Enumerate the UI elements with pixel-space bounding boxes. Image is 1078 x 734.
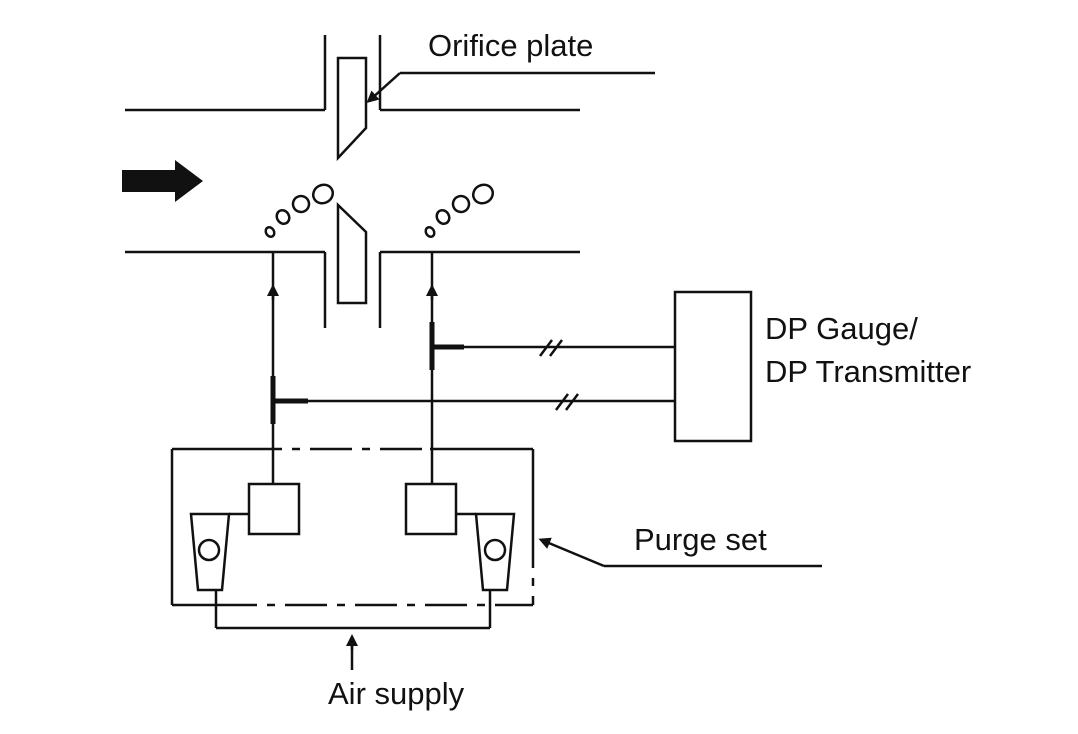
purge-bubbles-upstream <box>264 183 335 239</box>
purge-set-leader <box>538 537 822 568</box>
rotameter-right-float <box>483 538 507 562</box>
purge-set-label: Purge set <box>634 522 767 557</box>
tee-upstream <box>270 376 308 424</box>
purge-bubbles-downstream <box>424 183 495 239</box>
pipe <box>125 108 580 254</box>
dp-gauge-box <box>673 290 753 443</box>
orifice-plate-top <box>336 56 368 162</box>
flanges <box>323 35 382 328</box>
air-supply-line <box>214 590 492 670</box>
air-supply-label: Air supply <box>328 676 465 711</box>
orifice-plate-bottom <box>336 202 368 305</box>
rotameter-left-float <box>197 538 221 562</box>
dp-gauge-label-line2: DP Transmitter <box>765 354 971 389</box>
rotameter-right <box>456 512 516 592</box>
dp-gauge-label-line1: DP Gauge/ <box>765 311 918 346</box>
purge-set-enclosure <box>170 447 535 607</box>
orifice-plate-label: Orifice plate <box>428 28 593 63</box>
orifice-plate-leader <box>366 71 655 104</box>
signal-line-low <box>308 393 675 411</box>
signal-line-high <box>464 339 675 357</box>
orifice-plate <box>336 56 368 305</box>
purge-regulator-right <box>404 482 458 536</box>
rotameter-left <box>189 512 249 592</box>
purge-regulator-left <box>247 482 301 536</box>
tee-downstream <box>429 322 464 370</box>
flow-arrow-icon <box>122 160 203 202</box>
